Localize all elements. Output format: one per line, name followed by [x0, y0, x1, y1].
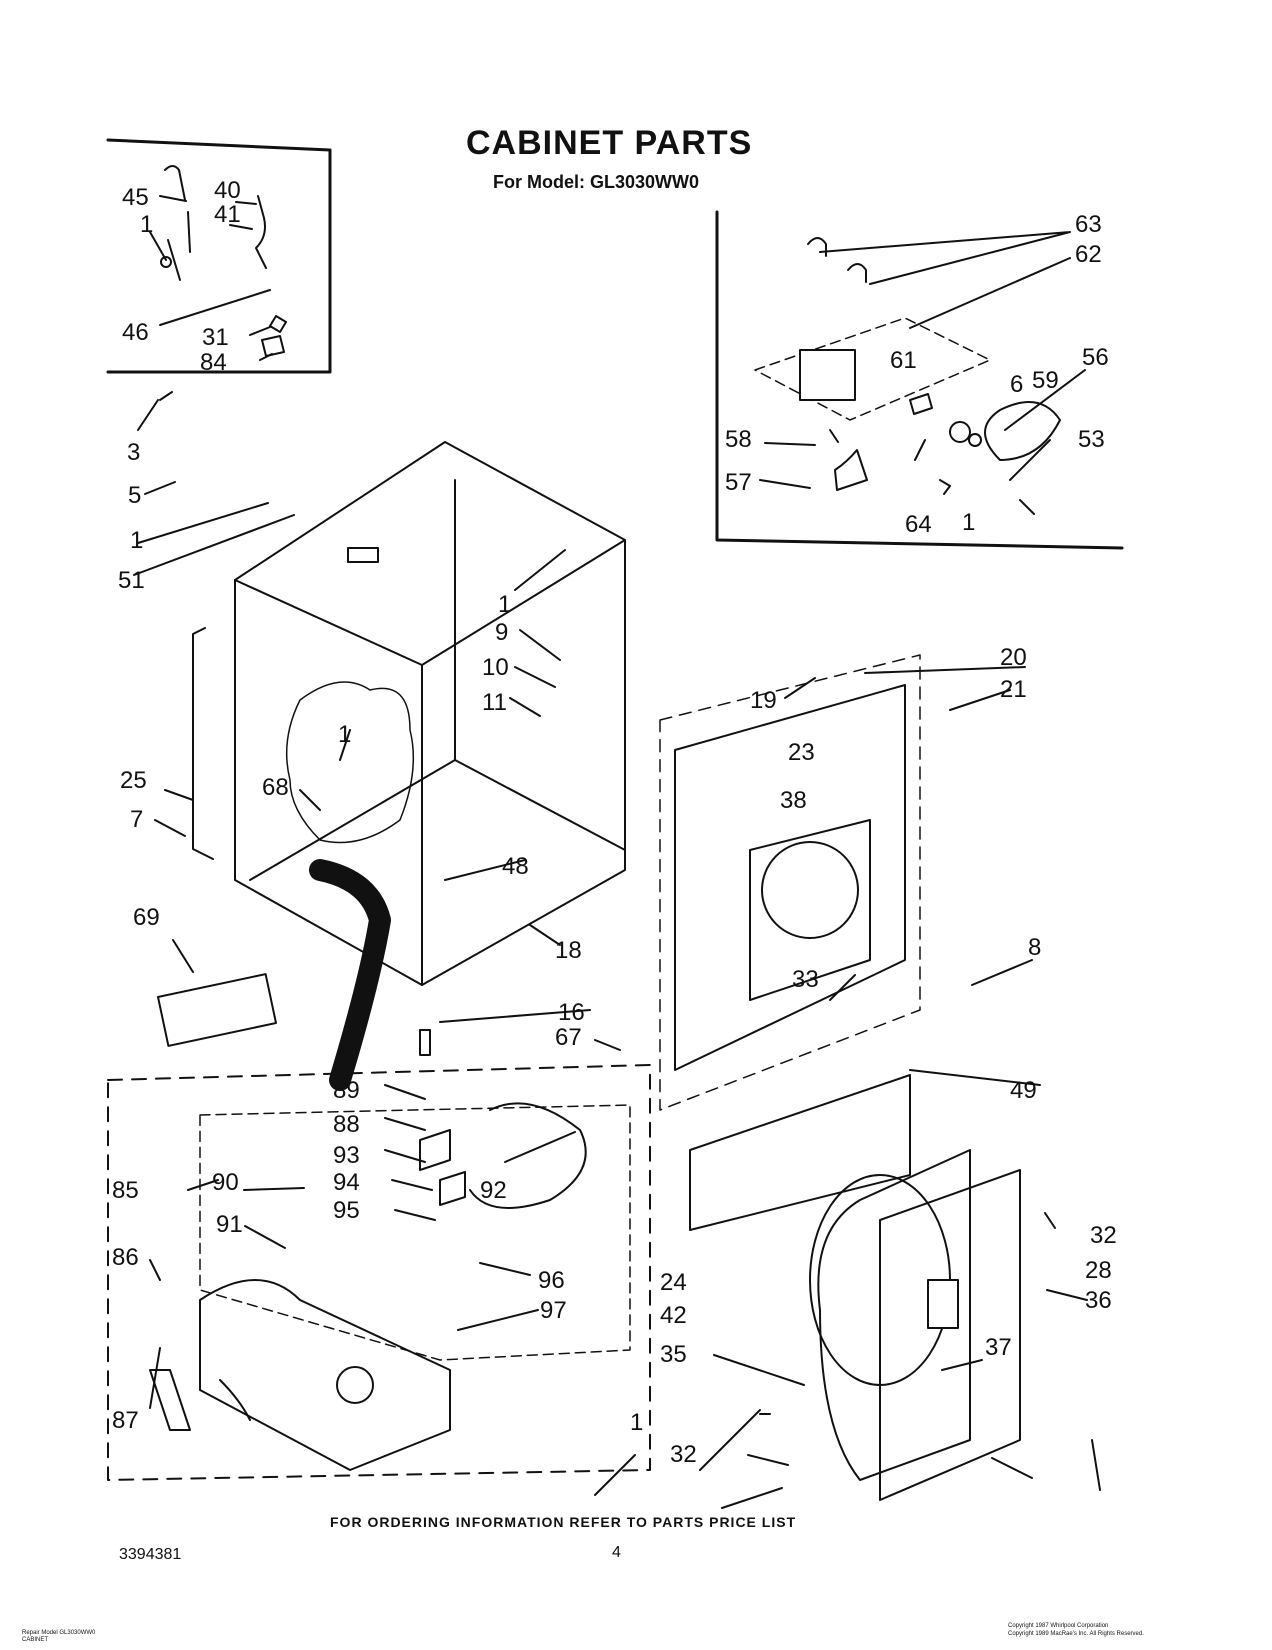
callout-9: 9 [495, 619, 508, 646]
callout-42: 42 [660, 1302, 687, 1329]
page-title: CABINET PARTS [466, 124, 753, 162]
callout-21: 21 [1000, 676, 1027, 703]
callout-24: 24 [660, 1269, 687, 1296]
callout-7: 7 [130, 806, 143, 833]
dryer-door [809, 1149, 1021, 1501]
callout-87: 87 [112, 1407, 139, 1434]
callout-67: 67 [555, 1024, 582, 1051]
callout-61: 61 [890, 347, 917, 374]
callout-1: 1 [962, 509, 975, 536]
callout-18: 18 [555, 937, 582, 964]
callout-10: 10 [482, 654, 509, 681]
ordering-note: FOR ORDERING INFORMATION REFER TO PARTS … [330, 1514, 797, 1530]
callout-49: 49 [1010, 1077, 1037, 1104]
callout-56: 56 [1082, 344, 1109, 371]
callout-86: 86 [112, 1244, 139, 1271]
callout-96: 96 [538, 1267, 565, 1294]
callout-28: 28 [1085, 1257, 1112, 1284]
callout-69: 69 [133, 904, 160, 931]
motor-assembly-box [107, 1064, 651, 1481]
callout-1: 1 [338, 721, 351, 748]
inset-box-cord-parts [106, 138, 332, 374]
leader-lines [133, 195, 1101, 1509]
callout-32: 32 [1090, 1222, 1117, 1249]
callout-1: 1 [498, 591, 511, 618]
callout-20: 20 [1000, 644, 1027, 671]
callout-84: 84 [200, 349, 227, 376]
cabinet-body [192, 441, 626, 1091]
copyright-note: Copyright 1987 Whirlpool Corporation Cop… [1008, 1623, 1144, 1637]
callout-3: 3 [127, 439, 140, 466]
callout-31: 31 [202, 324, 229, 351]
callout-97: 97 [540, 1297, 567, 1324]
callout-37: 37 [985, 1334, 1012, 1361]
callout-92: 92 [480, 1177, 507, 1204]
callout-labels: 45 1 40 41 46 31 84 3 5 1 51 63 62 61 6 … [112, 177, 1117, 1468]
callout-19: 19 [750, 687, 777, 714]
callout-40: 40 [214, 177, 241, 204]
callout-38: 38 [780, 787, 807, 814]
callout-85: 85 [112, 1177, 139, 1204]
callout-11: 11 [482, 689, 507, 716]
callout-64: 64 [905, 511, 932, 538]
callout-68: 68 [262, 774, 289, 801]
page-number: 4 [612, 1544, 621, 1561]
callout-95: 95 [333, 1197, 360, 1224]
callout-53: 53 [1078, 426, 1105, 453]
callout-89: 89 [333, 1077, 360, 1104]
callout-62: 62 [1075, 241, 1102, 268]
callout-51: 51 [118, 567, 145, 594]
callout-90: 90 [212, 1169, 239, 1196]
callout-59: 59 [1032, 367, 1059, 394]
callout-1: 1 [140, 211, 153, 238]
callout-32: 32 [670, 1441, 697, 1468]
callout-6: 6 [1010, 371, 1023, 398]
inset-box-motor-parts [715, 210, 1124, 550]
front-panel [157, 654, 921, 1231]
callout-16: 16 [558, 999, 585, 1026]
callout-46: 46 [122, 319, 149, 346]
model-subtitle: For Model: GL3030WW0 [493, 172, 700, 192]
callout-88: 88 [333, 1111, 360, 1138]
callout-41: 41 [214, 201, 241, 228]
callout-58: 58 [725, 426, 752, 453]
footer-model-note: Repair Model GL3030WW0 CABINET [22, 1630, 96, 1643]
callout-63: 63 [1075, 211, 1102, 238]
callout-48: 48 [502, 853, 529, 880]
callout-23: 23 [788, 739, 815, 766]
callout-91: 91 [216, 1211, 243, 1238]
callout-8: 8 [1028, 934, 1041, 961]
callout-94: 94 [333, 1169, 360, 1196]
callout-25: 25 [120, 767, 147, 794]
callout-1: 1 [130, 527, 143, 554]
document-number: 3394381 [119, 1546, 182, 1563]
callout-33: 33 [792, 966, 819, 993]
callout-1: 1 [630, 1409, 643, 1436]
callout-35: 35 [660, 1341, 687, 1368]
callout-45: 45 [122, 184, 149, 211]
callout-5: 5 [128, 482, 141, 509]
callout-36: 36 [1085, 1287, 1112, 1314]
callout-57: 57 [725, 469, 752, 496]
callout-93: 93 [333, 1142, 360, 1169]
